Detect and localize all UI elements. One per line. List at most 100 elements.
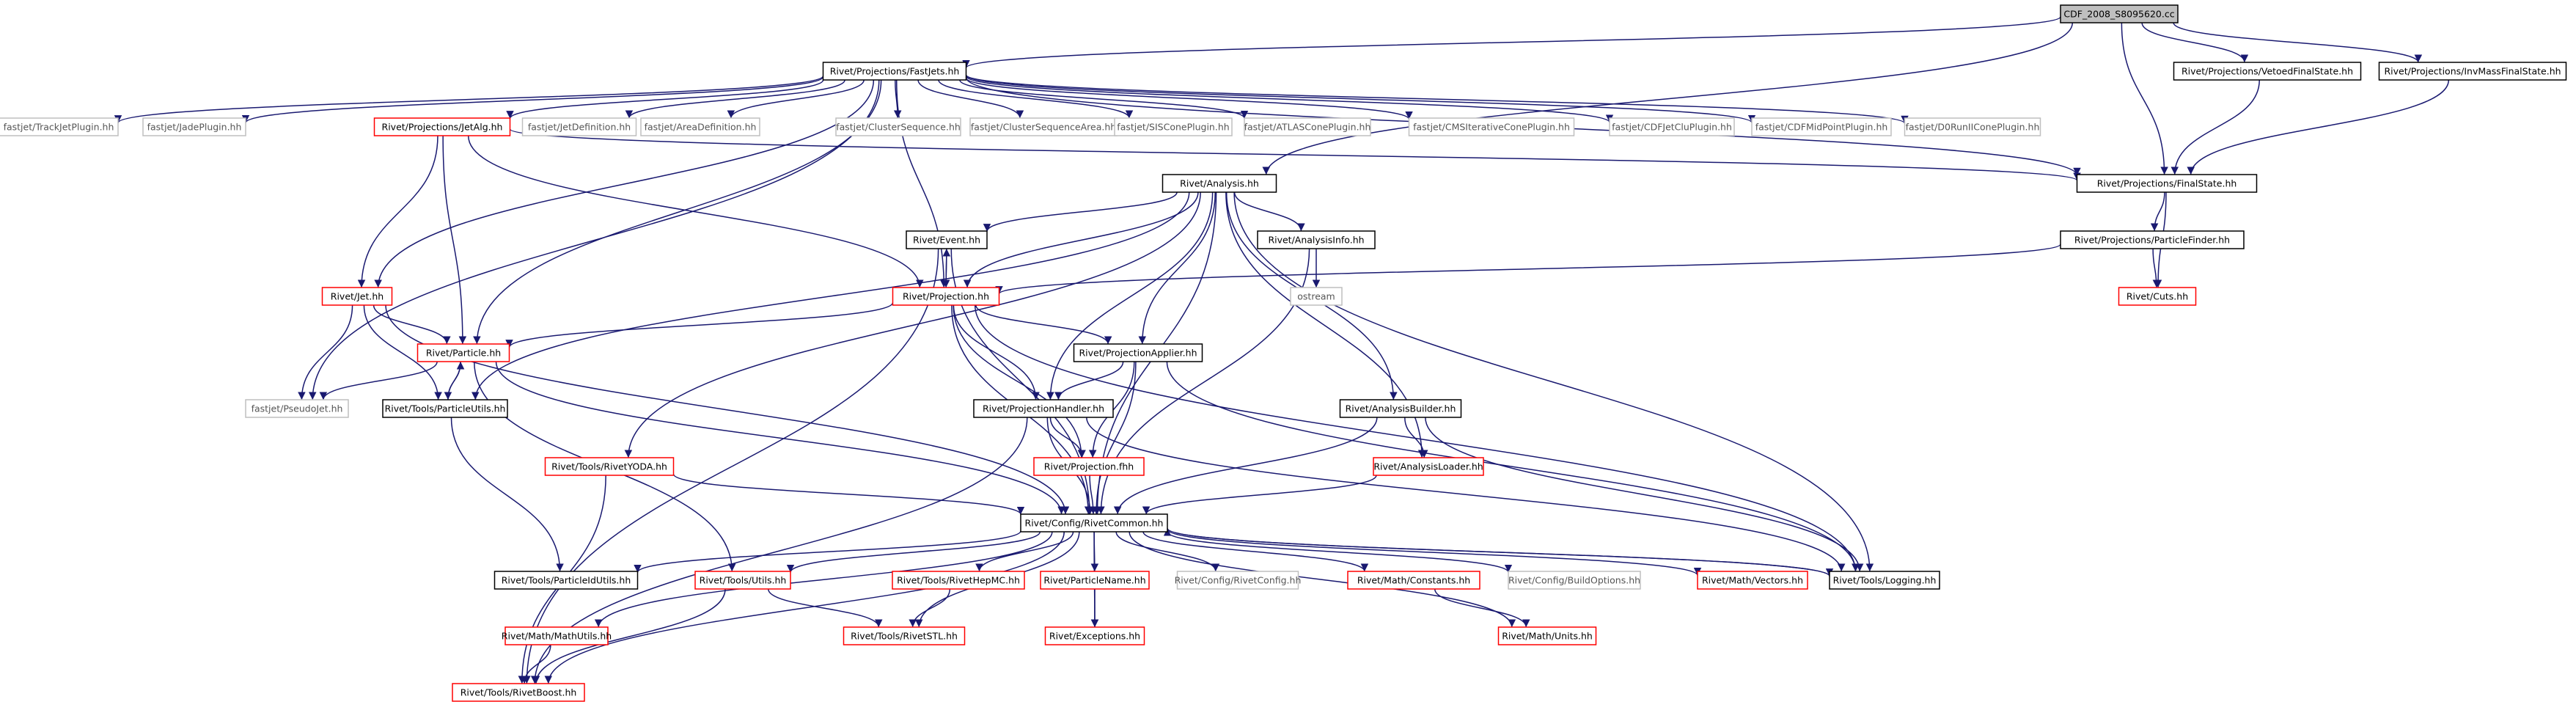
node-exceptions[interactable]: Rivet/Exceptions.hh [1044, 626, 1145, 645]
node-jetdef: fastjet/JetDefinition.hh [521, 117, 637, 136]
node-jet[interactable]: Rivet/Jet.hh [321, 287, 393, 306]
node-jetalg[interactable]: Rivet/Projections/JetAlg.hh [373, 117, 511, 136]
edge-mathutils-to-rivetboost [520, 644, 551, 684]
node-box [2118, 287, 2197, 306]
node-rivetboost[interactable]: Rivet/Tools/RivetBoost.hh [452, 683, 585, 702]
node-box [640, 117, 760, 136]
edge-line [1129, 531, 1516, 628]
node-box [694, 571, 791, 590]
node-vetoed[interactable]: Rivet/Projections/VetoedFinalState.hh [2173, 62, 2362, 81]
node-projhandler[interactable]: Rivet/ProjectionHandler.hh [973, 399, 1114, 418]
node-label: fastjet/TrackJetPlugin.hh [4, 122, 114, 133]
node-mathutils[interactable]: Rivet/Math/MathUtils.hh [502, 626, 612, 645]
node-root[interactable]: CDF_2008_S8095620.cc [2060, 4, 2179, 23]
node-invmass[interactable]: Rivet/Projections/InvMassFinalState.hh [2378, 62, 2567, 81]
edge-fastjets-to-cmsitcone [965, 77, 1413, 120]
node-rivetstl[interactable]: Rivet/Tools/RivetSTL.hh [843, 626, 966, 645]
node-analysisloader[interactable]: Rivet/AnalysisLoader.hh [1373, 457, 1484, 476]
edge-line [471, 191, 1190, 400]
edge-analysisbuilder-to-rivetcommon [1113, 417, 1378, 515]
edge-rivetcommon-to-rivethepmc [975, 531, 1074, 572]
node-box [835, 117, 961, 136]
node-projfhh[interactable]: Rivet/Projection.fhh [1033, 457, 1145, 476]
edge-utils-to-rivetstl [767, 588, 883, 628]
node-particleidutils[interactable]: Rivet/Tools/ParticleIdUtils.hh [493, 571, 639, 590]
edge-line [495, 361, 1065, 515]
node-label: Rivet/Config/RivetCommon.hh [1025, 518, 1164, 529]
edge-analysisbuilder-to-analysisloader [1404, 417, 1428, 458]
node-siscone: fastjet/SISConePlugin.hh [1114, 117, 1233, 136]
edge-line [1113, 417, 1378, 515]
node-box [1904, 117, 2041, 136]
edge-line [634, 530, 1021, 573]
node-box [2060, 230, 2245, 249]
edge-line [895, 79, 948, 288]
node-rivetcommon[interactable]: Rivet/Config/RivetCommon.hh [1020, 513, 1168, 532]
node-utils[interactable]: Rivet/Tools/Utils.hh [694, 571, 791, 590]
node-label: Rivet/Tools/ParticleIdUtils.hh [502, 575, 631, 586]
node-box [521, 117, 637, 136]
node-box [1162, 174, 1277, 193]
node-cuts[interactable]: Rivet/Cuts.hh [2118, 287, 2197, 306]
edge-line [374, 79, 875, 288]
node-box [1033, 457, 1145, 476]
node-box [1073, 343, 1203, 362]
node-analysisinfo[interactable]: Rivet/AnalysisInfo.hh [1257, 230, 1376, 249]
node-analysis[interactable]: Rivet/Analysis.hh [1162, 174, 1277, 193]
node-finalstate[interactable]: Rivet/Projections/FinalState.hh [2076, 174, 2258, 193]
edge-fastjets-to-trackjet [114, 75, 824, 124]
edge-constants-to-units [1434, 588, 1530, 628]
edge-line [1167, 529, 1702, 577]
edge-fastjets-to-projection [895, 79, 948, 288]
edge-line [2141, 22, 2249, 63]
node-rivethepmc[interactable]: Rivet/Tools/RivetHepMC.hh [892, 571, 1025, 590]
edge-vetoed-to-finalstate [2170, 79, 2260, 175]
node-particle[interactable]: Rivet/Particle.hh [417, 343, 510, 362]
node-event[interactable]: Rivet/Event.hh [906, 230, 988, 249]
edge-line [962, 16, 2061, 69]
node-label: Rivet/Tools/Utils.hh [700, 575, 787, 586]
node-analysisbuilder[interactable]: Rivet/AnalysisBuilder.hh [1339, 399, 1462, 418]
edge-analysis-to-projapplier [1138, 191, 1216, 345]
edge-line [975, 304, 1112, 345]
edge-line [1089, 475, 1098, 515]
node-constants[interactable]: Rivet/Math/Constants.hh [1347, 571, 1480, 590]
edge-line [1233, 191, 1305, 232]
node-box [504, 626, 609, 645]
node-box [2378, 62, 2567, 81]
edge-line [357, 135, 438, 288]
node-fastjets[interactable]: Rivet/Projections/FastJets.hh [822, 62, 967, 81]
edge-line [893, 79, 902, 119]
node-particlename[interactable]: Rivet/ParticleName.hh [1040, 571, 1150, 590]
edge-line [965, 76, 1613, 123]
node-particlefinder[interactable]: Rivet/Projections/ParticleFinder.hh [2060, 230, 2245, 249]
node-particleutils[interactable]: Rivet/Tools/ParticleUtils.hh [382, 399, 508, 418]
edge-root-to-finalstate [2121, 22, 2168, 175]
edge-line [520, 644, 551, 684]
node-units[interactable]: Rivet/Math/Units.hh [1497, 626, 1597, 645]
node-projection[interactable]: Rivet/Projection.hh [892, 287, 1000, 306]
edge-jet-to-particleutils [363, 304, 442, 400]
edge-root-to-fastjets [962, 16, 2061, 69]
node-projapplier[interactable]: Rivet/ProjectionApplier.hh [1073, 343, 1203, 362]
node-box [1044, 626, 1145, 645]
edge-analysis-to-event [983, 191, 1178, 232]
edge-line [1054, 361, 1124, 400]
edge-fastjets-to-cdfjetclu [965, 76, 1613, 123]
node-rivetyoda[interactable]: Rivet/Tools/RivetYODA.hh [544, 457, 675, 476]
node-vectors[interactable]: Rivet/Math/Vectors.hh [1697, 571, 1808, 590]
node-logging[interactable]: Rivet/Tools/Logging.hh [1829, 571, 1940, 590]
node-label: fastjet/PseudoJet.hh [252, 403, 343, 414]
edge-line [942, 248, 951, 288]
node-label: Rivet/Math/MathUtils.hh [502, 631, 612, 642]
node-atlascone: fastjet/ATLASConePlugin.hh [1244, 117, 1371, 136]
node-box [1609, 117, 1735, 136]
edge-line [953, 304, 1086, 458]
edge-fastjets-to-areadef [727, 79, 865, 119]
edge-fastjets-to-jadeplugin [242, 76, 824, 124]
edge-jetalg-to-jet [357, 135, 438, 288]
edge-projfhh-to-rivetcommon [1089, 475, 1098, 515]
edge-line [509, 128, 2081, 181]
